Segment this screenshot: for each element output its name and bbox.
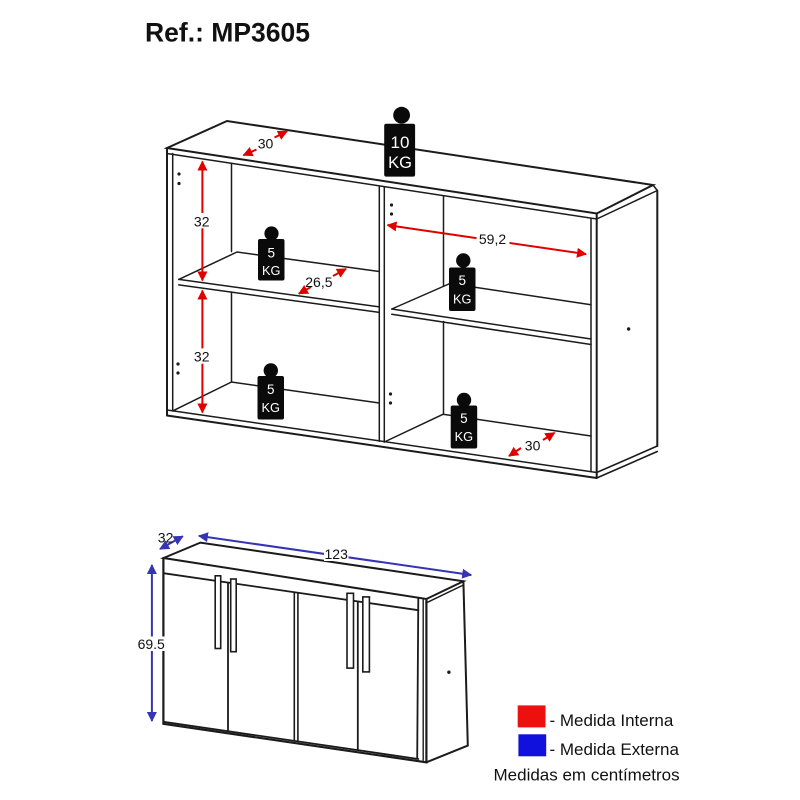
svg-text:69.5: 69.5 — [138, 636, 165, 652]
svg-text:5: 5 — [267, 246, 275, 261]
svg-text:10: 10 — [391, 133, 410, 152]
svg-text:30: 30 — [525, 438, 541, 454]
svg-text:- Medida Externa: - Medida Externa — [550, 740, 680, 759]
svg-text:123: 123 — [325, 546, 349, 562]
svg-text:5: 5 — [267, 382, 275, 397]
svg-text:KG: KG — [388, 154, 412, 172]
svg-text:5: 5 — [458, 273, 466, 288]
svg-text:32: 32 — [158, 529, 174, 545]
svg-text:26,5: 26,5 — [305, 274, 332, 290]
svg-text:32: 32 — [194, 349, 210, 365]
svg-text:- Medida Interna: - Medida Interna — [550, 711, 674, 730]
svg-text:32: 32 — [194, 213, 210, 229]
svg-text:59,2: 59,2 — [479, 231, 506, 247]
svg-text:KG: KG — [455, 429, 474, 444]
svg-text:5: 5 — [460, 411, 468, 426]
svg-text:30: 30 — [258, 135, 274, 151]
svg-text:Medidas em centímetros: Medidas em centímetros — [494, 765, 680, 784]
svg-text:KG: KG — [262, 263, 281, 278]
svg-text:KG: KG — [453, 292, 472, 307]
svg-text:KG: KG — [261, 400, 280, 415]
svg-text:Ref.: MP3605: Ref.: MP3605 — [145, 18, 310, 48]
